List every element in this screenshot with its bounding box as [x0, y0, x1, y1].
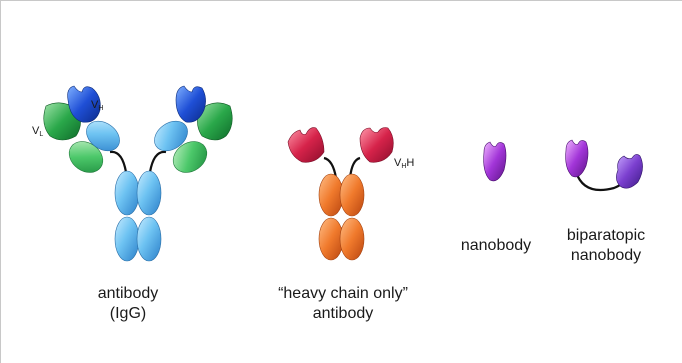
caption-igg: antibody (IgG) [78, 284, 178, 324]
caption-igg-line1: antibody [78, 284, 178, 304]
vhh-label-suffix: H [406, 157, 414, 169]
hcab-antibody [288, 128, 393, 261]
igg-ch2-left [115, 171, 139, 215]
igg-hinge-left [110, 152, 126, 172]
vhh-label: VHH [394, 157, 414, 173]
caption-biparatopic: biparatopic nanobody [554, 226, 658, 266]
hcab-ch2-right [340, 174, 364, 216]
nanobody-biparatopic [566, 140, 643, 190]
igg-ch3-left [115, 217, 139, 261]
caption-biparatopic-line2: nanobody [554, 246, 658, 266]
nanobody-domain [484, 142, 506, 181]
hcab-vhh-right [360, 128, 393, 163]
vh-label: VH [91, 99, 103, 115]
caption-hcab-line2: antibody [268, 304, 418, 324]
igg-antibody [44, 86, 233, 261]
caption-biparatopic-line1: biparatopic [554, 226, 658, 246]
nanobody-single [484, 142, 506, 181]
biparatopic-domain-1 [566, 140, 588, 177]
vh-label-sub: H [98, 105, 103, 112]
caption-hcab-line1: “heavy chain only” [268, 284, 418, 304]
igg-ch2-right [137, 171, 161, 215]
igg-ch3-right [137, 217, 161, 261]
caption-nanobody: nanobody [446, 236, 546, 256]
caption-nanobody-line1: nanobody [446, 236, 546, 256]
hcab-ch3-left [319, 218, 343, 260]
hcab-ch2-left [319, 174, 343, 216]
biparatopic-domain-2 [616, 154, 642, 188]
hcab-vhh-left [288, 128, 324, 163]
caption-igg-line2: (IgG) [78, 304, 178, 324]
igg-hinge-right [150, 152, 166, 172]
vl-label: VL [32, 125, 43, 141]
hcab-ch3-right [340, 218, 364, 260]
vl-label-sub: L [39, 131, 43, 138]
caption-hcab: “heavy chain only” antibody [268, 284, 418, 324]
